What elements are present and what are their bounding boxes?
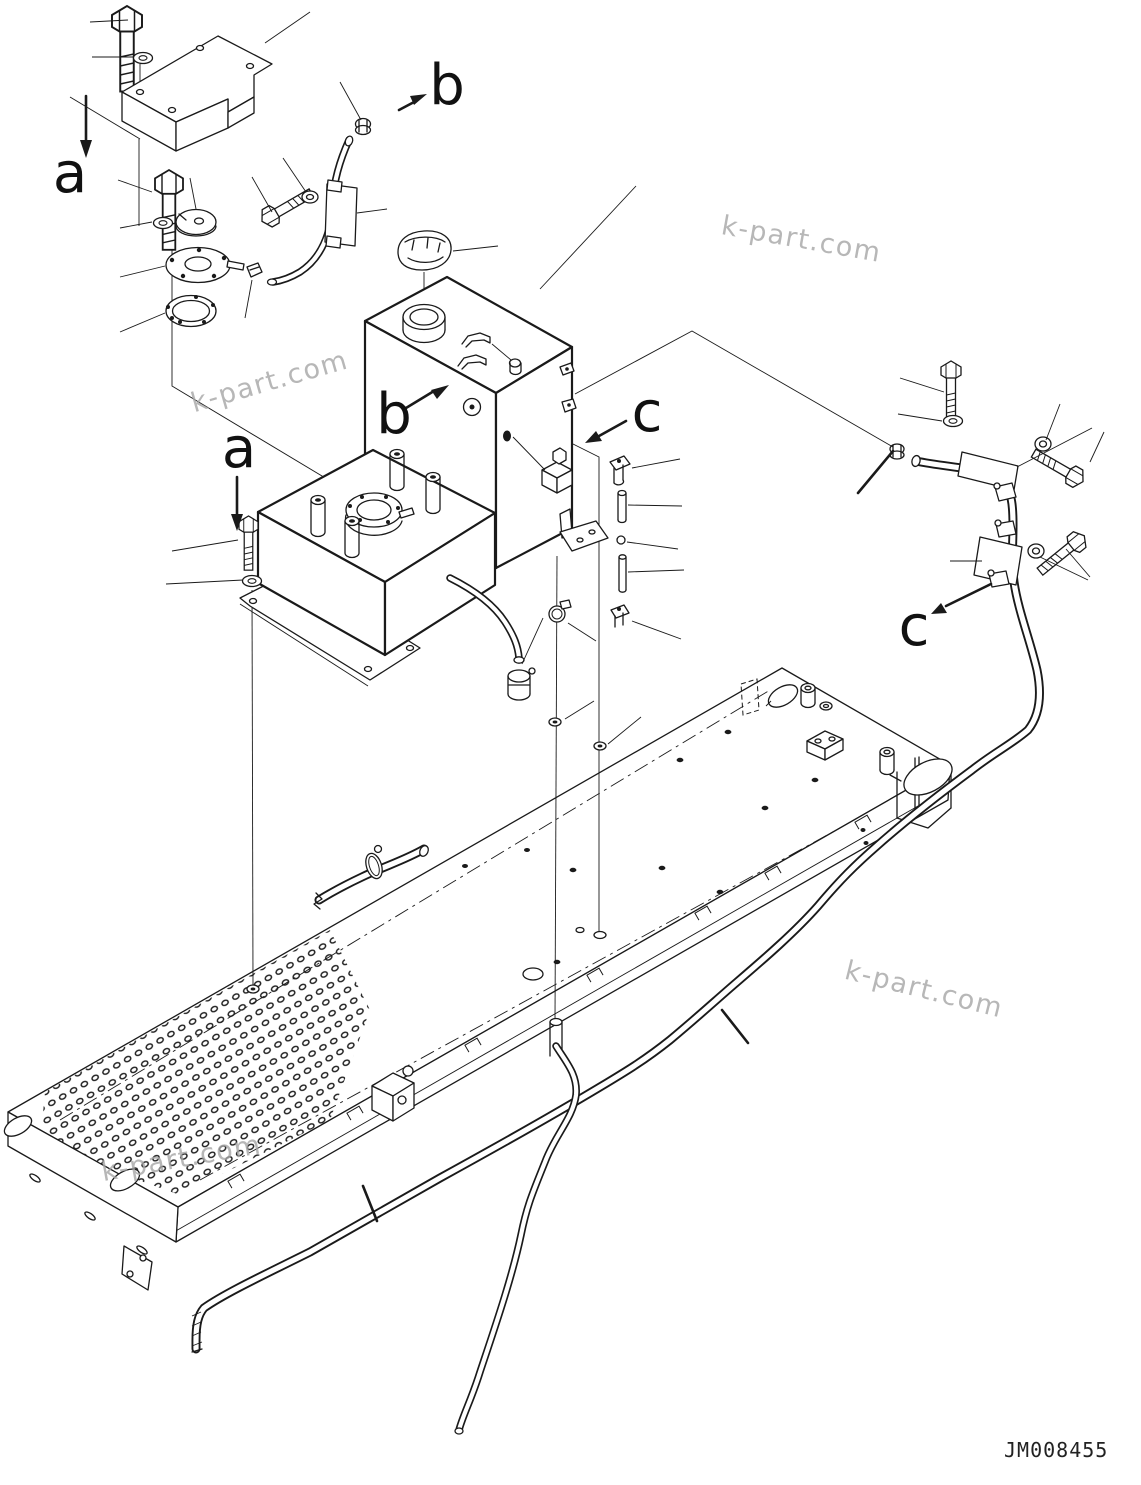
watermark: k-part.com	[842, 955, 1007, 1024]
deck-front-rail	[173, 789, 947, 1233]
vent-fitting	[508, 358, 522, 376]
drain-tube-top	[549, 1017, 563, 1027]
sensor-cube	[541, 447, 573, 494]
bolt-head	[402, 1065, 414, 1077]
bolt-hole	[126, 1270, 134, 1278]
section-label-c-tank: c	[585, 380, 662, 445]
watermark: k-part.com	[719, 210, 884, 269]
lock-washer	[301, 190, 319, 204]
watermark: k-part.com	[188, 345, 352, 419]
sender-flange	[165, 246, 245, 284]
hex-bolt	[1027, 443, 1089, 491]
cap-plate	[175, 208, 217, 237]
lock-washer	[1034, 436, 1052, 452]
section-label-c-right: c	[899, 582, 993, 659]
hose-grommet-hole	[503, 430, 511, 442]
sender-group	[152, 169, 263, 328]
lower-hose-segment	[313, 844, 429, 910]
hose-clamp	[994, 519, 1017, 538]
cover-plate	[121, 35, 273, 152]
deck-oval-hole	[3, 1115, 33, 1137]
deck-centerline	[199, 794, 901, 1181]
leader-lines	[89, 11, 1105, 1223]
hex-bolt	[111, 5, 143, 93]
clamp-bracket-plate	[324, 179, 358, 249]
tie-down-hook	[461, 332, 491, 348]
bolt-hole	[139, 1254, 147, 1262]
perforated-plate	[40, 930, 370, 1195]
hose-clamp	[993, 482, 1017, 502]
view-label-a: a	[53, 141, 87, 206]
lock-washer	[1027, 543, 1045, 559]
flat-washer	[241, 574, 263, 588]
elbow-fitting	[609, 455, 631, 486]
small-fitting	[246, 262, 263, 278]
tie-down-hook	[457, 354, 487, 370]
hose-clamp	[365, 844, 383, 880]
view-label-a: a	[222, 416, 256, 481]
mount-block	[806, 730, 844, 761]
deck-holes	[462, 729, 869, 981]
flat-washer	[942, 414, 964, 428]
section-label-a-top: a	[53, 94, 92, 206]
view-label-c: c	[632, 380, 663, 445]
drain-hose	[454, 1017, 580, 1435]
deck-port-hole	[765, 684, 799, 708]
hidden-slot	[740, 678, 760, 716]
section-label-a-mid: a	[222, 416, 256, 531]
view-label-b: b	[376, 382, 412, 447]
wall-slot	[84, 1211, 96, 1221]
deck-oval-hole	[109, 1168, 141, 1192]
hex-bolt	[940, 360, 962, 419]
small-tank	[239, 448, 497, 687]
filler-neck	[402, 303, 446, 344]
section-label-b-tank: b	[376, 382, 449, 447]
side-fitting	[559, 362, 575, 376]
middle-fittings	[548, 455, 631, 628]
deck-ring-boss	[819, 701, 833, 711]
filler-cap	[397, 230, 452, 271]
view-label-b: b	[429, 53, 465, 118]
tank-foot-bracket	[559, 508, 609, 552]
support-block	[371, 1065, 415, 1122]
deck-boss	[800, 682, 816, 709]
hose-bracket-plate	[973, 536, 1023, 586]
gasket-ring	[165, 294, 217, 328]
projection-lines	[69, 64, 607, 1021]
frame-deck	[3, 667, 953, 1291]
hose-open-end	[454, 1427, 464, 1435]
hose-open-end	[911, 454, 921, 468]
cover-plate-group	[111, 5, 273, 152]
deck-boss	[879, 746, 895, 776]
hex-bolt	[154, 169, 184, 251]
o-ring	[616, 535, 626, 545]
elbow-fitting	[610, 604, 630, 628]
hose-clamp	[548, 599, 572, 623]
elbow-fitting	[507, 667, 536, 701]
wall-slot	[29, 1173, 41, 1183]
clamp-nut	[354, 117, 372, 136]
level-sensor-port	[462, 397, 482, 417]
hose-cut-end	[191, 1311, 203, 1353]
flat-washer	[132, 51, 154, 65]
section-label-b-top: b	[397, 53, 465, 118]
bolt-head	[397, 1095, 407, 1105]
broken-end	[313, 892, 323, 910]
drawing-number: JM008455	[1004, 1438, 1108, 1462]
tube-spacer	[617, 489, 627, 524]
wall-slot	[136, 1245, 148, 1255]
hose-clamp	[987, 569, 1010, 588]
flat-washer	[152, 216, 174, 230]
view-label-c: c	[899, 594, 930, 659]
tank-outlet-hose	[446, 574, 536, 701]
hex-bolt	[238, 515, 259, 571]
tube-spacer	[618, 554, 627, 593]
hose-bracket-group	[256, 117, 372, 286]
side-fitting	[561, 398, 577, 413]
right-cluster	[889, 360, 1092, 588]
flange-ring	[344, 492, 415, 536]
